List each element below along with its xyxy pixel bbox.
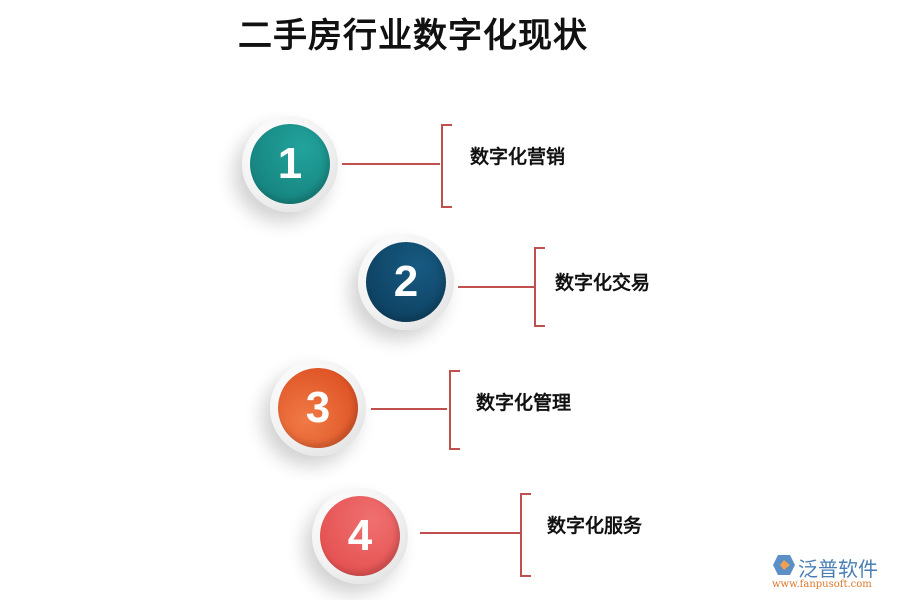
diagram-title: 二手房行业数字化现状 — [238, 16, 588, 56]
connector-line-4 — [420, 532, 520, 534]
item-label-3: 数字化管理 — [476, 392, 572, 414]
logo-url: www.fanpusoft.com — [772, 579, 872, 590]
connector-line-2 — [458, 286, 534, 288]
fanpu-logo-icon — [773, 555, 795, 575]
bracket-2 — [534, 247, 545, 327]
bracket-3 — [449, 370, 460, 450]
item-label-4: 数字化服务 — [547, 515, 643, 537]
number-1: 1 — [250, 124, 330, 204]
number-disc-4: 4 — [312, 488, 408, 584]
number-2: 2 — [366, 242, 446, 322]
connector-line-3 — [371, 408, 447, 410]
item-label-1: 数字化营销 — [470, 146, 566, 168]
number-disc-1: 1 — [242, 116, 338, 212]
number-disc-3: 3 — [270, 360, 366, 456]
number-4: 4 — [320, 496, 400, 576]
bracket-1 — [441, 124, 452, 208]
connector-line-1 — [342, 163, 440, 165]
logo-name: 泛普软件 — [798, 557, 878, 581]
item-label-2: 数字化交易 — [555, 272, 651, 294]
number-disc-2: 2 — [358, 234, 454, 330]
bracket-4 — [520, 493, 531, 577]
number-3: 3 — [278, 368, 358, 448]
